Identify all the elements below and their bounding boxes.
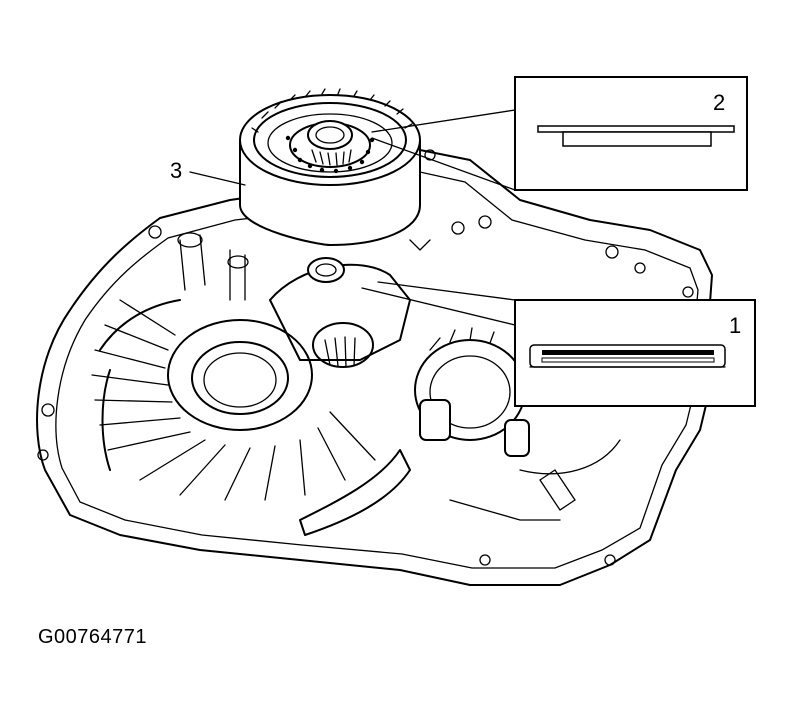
callout-label-3: 3 <box>170 158 182 183</box>
drum-holes <box>285 135 375 174</box>
callout-label-1: 1 <box>729 313 741 338</box>
differential-housing <box>91 299 411 536</box>
center-bores <box>177 232 621 521</box>
clutch-drum-assembly <box>239 88 421 247</box>
transmission-case <box>36 149 713 586</box>
inset-detail-1 <box>514 299 756 407</box>
inset-detail-2 <box>514 76 748 191</box>
callout-label-2: 2 <box>713 90 725 115</box>
figure-id: G00764771 <box>38 626 148 648</box>
